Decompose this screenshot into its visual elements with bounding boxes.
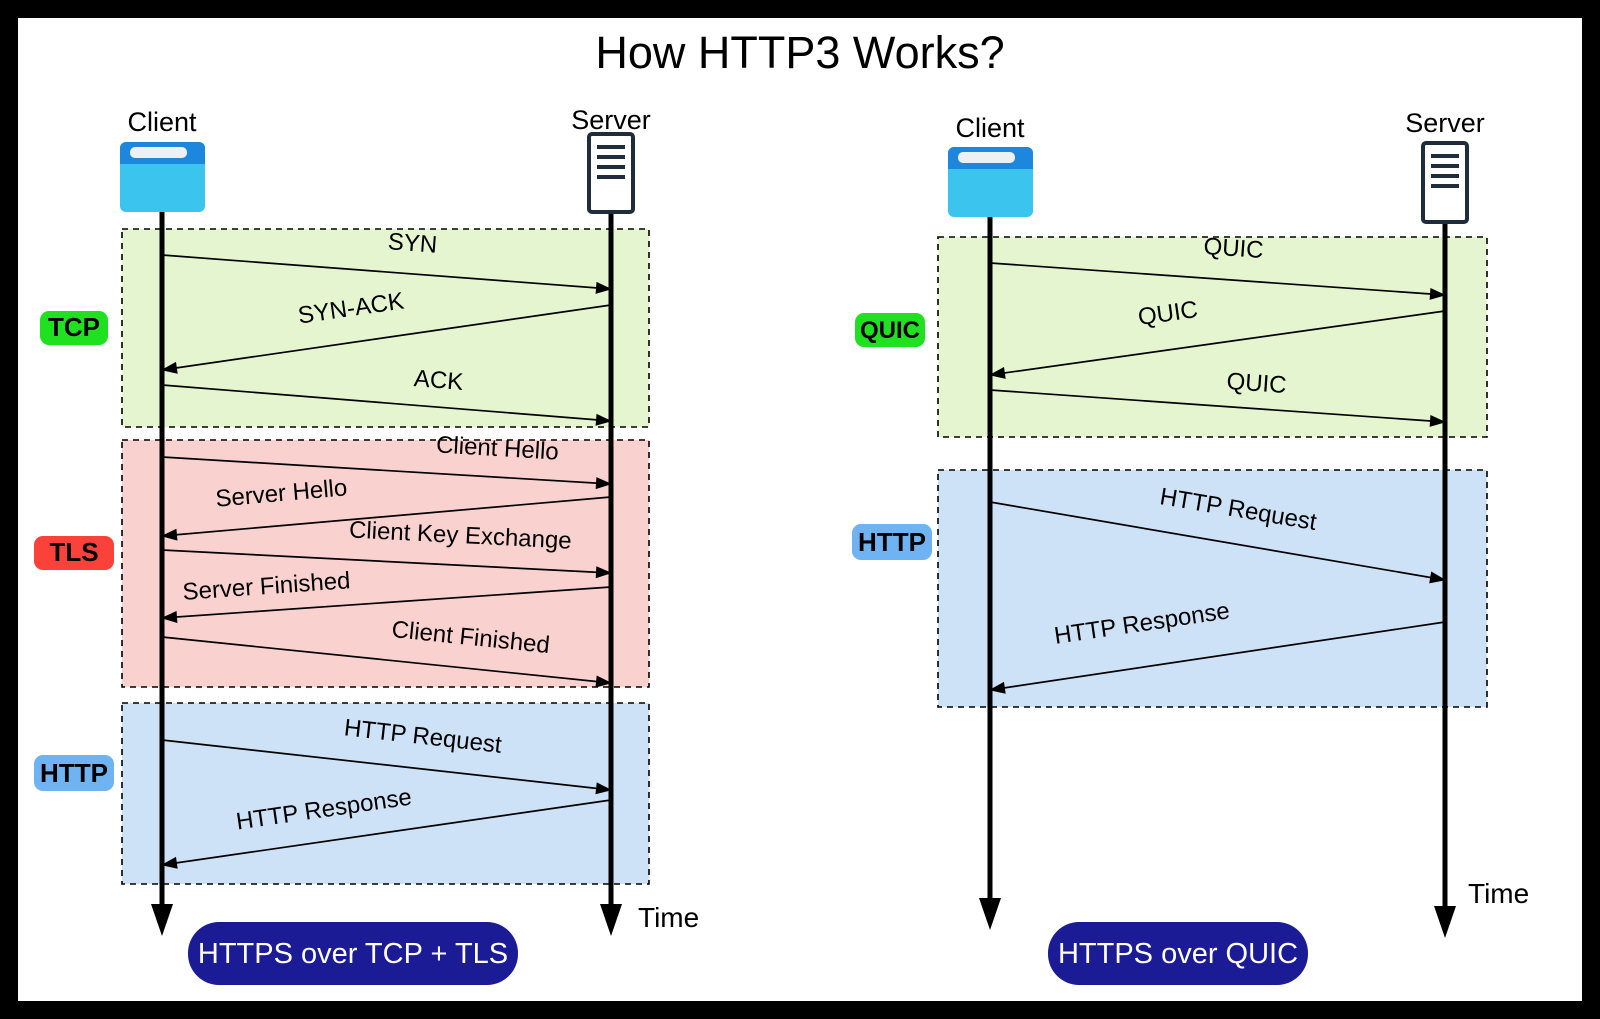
server-lifeline-arrow-icon bbox=[600, 904, 622, 936]
message-arrow-client-key-exchange bbox=[161, 549, 612, 579]
http-badge: HTTP bbox=[852, 524, 932, 560]
caption-pill: HTTPS over QUIC bbox=[1048, 922, 1308, 985]
message-arrow-http-response bbox=[989, 621, 1446, 694]
message-arrow-quic-1 bbox=[989, 262, 1446, 300]
http-badge-label: HTTP bbox=[40, 758, 108, 788]
quic-badge-label: QUIC bbox=[860, 317, 920, 344]
server-entity-label: Server bbox=[571, 105, 651, 135]
message-label-ack: ACK bbox=[413, 365, 464, 396]
message-label-quic-1: QUIC bbox=[1203, 233, 1265, 264]
tcp-section-box bbox=[121, 228, 650, 428]
http-badge: HTTP bbox=[34, 755, 114, 791]
message-arrow-syn bbox=[161, 254, 612, 294]
message-arrow-client-finished bbox=[161, 636, 612, 688]
client-lifeline-arrow-icon bbox=[151, 904, 173, 936]
tls-section-box bbox=[121, 439, 650, 688]
time-label: Time bbox=[638, 902, 699, 933]
browser-window-icon bbox=[948, 147, 1033, 217]
message-arrow-syn-ack bbox=[161, 304, 612, 374]
message-label-quic-3: QUIC bbox=[1226, 368, 1288, 399]
client-lifeline-arrow-icon bbox=[979, 898, 1001, 930]
http-badge-label: HTTP bbox=[858, 527, 926, 557]
right-diagram: Client Server QUIC HTTP QUIC QUIC bbox=[852, 108, 1529, 985]
caption-pill: HTTPS over TCP + TLS bbox=[188, 922, 518, 985]
tcp-badge-label: TCP bbox=[48, 312, 100, 342]
message-arrow-server-hello bbox=[161, 496, 612, 541]
message-arrow-http-request bbox=[161, 739, 612, 795]
client-entity-label: Client bbox=[955, 113, 1025, 143]
caption-pill-label: HTTPS over TCP + TLS bbox=[198, 938, 508, 970]
tls-badge: TLS bbox=[34, 536, 114, 570]
left-diagram: Client Server TCP TLS HTTP bbox=[34, 105, 699, 985]
message-label-syn: SYN bbox=[387, 228, 438, 259]
server-tower-icon bbox=[1421, 141, 1469, 224]
server-tower-icon bbox=[587, 132, 635, 214]
message-arrow-quic-3 bbox=[989, 389, 1446, 427]
caption-pill-label: HTTPS over QUIC bbox=[1058, 938, 1298, 970]
server-lifeline-arrow-icon bbox=[1434, 906, 1456, 938]
tcp-badge: TCP bbox=[40, 311, 108, 345]
browser-window-icon bbox=[120, 142, 205, 212]
message-arrow-http-response bbox=[161, 799, 612, 869]
server-entity-label: Server bbox=[1405, 108, 1485, 138]
client-entity-label: Client bbox=[127, 107, 197, 137]
message-arrow-ack bbox=[161, 384, 612, 426]
http-section-box bbox=[121, 702, 650, 885]
message-arrow-server-finished bbox=[161, 586, 612, 623]
time-label: Time bbox=[1468, 878, 1529, 909]
message-arrow-http-request bbox=[989, 501, 1446, 584]
quic-badge: QUIC bbox=[855, 313, 925, 347]
page-title: How HTTP3 Works? bbox=[595, 27, 1004, 78]
message-arrow-client-hello bbox=[161, 456, 612, 490]
message-arrow-quic-2 bbox=[989, 310, 1446, 379]
tls-badge-label: TLS bbox=[49, 537, 98, 567]
quic-section-box bbox=[937, 236, 1488, 438]
